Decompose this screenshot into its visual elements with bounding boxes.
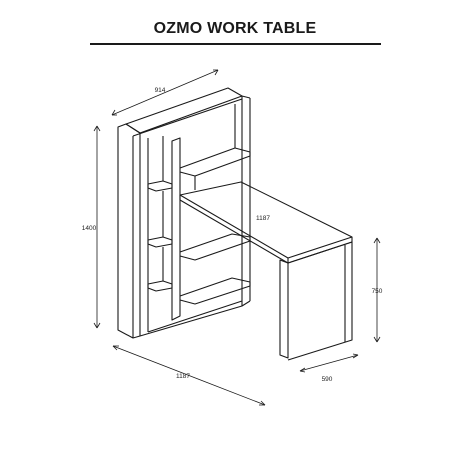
left-side-panel [117, 123, 141, 339]
desk [179, 181, 353, 361]
right-shelf-2 [179, 233, 251, 261]
label-table-depth: 590 [322, 376, 333, 383]
dim-base-line [112, 345, 266, 406]
right-shelf-3 [179, 277, 251, 305]
label-width-top: 914 [155, 87, 166, 94]
page-title: OZMO WORK TABLE [153, 20, 317, 37]
middle-divider [171, 137, 181, 321]
dim-width-top-line [111, 69, 219, 116]
right-shelf-1 [179, 147, 251, 177]
label-table-length: 1187 [256, 215, 270, 222]
top-panel [125, 87, 243, 134]
left-shelf-3 [147, 280, 173, 292]
left-shelf-1 [147, 180, 173, 192]
label-table-height: 750 [372, 288, 383, 295]
label-height: 1400 [82, 225, 97, 232]
dimension-labels: 914 1400 1187 1187 750 590 [82, 87, 383, 383]
shelf-unit [117, 87, 251, 339]
label-base-length: 1187 [176, 373, 190, 380]
left-shelf-2 [147, 236, 173, 248]
dimension-lines [93, 69, 381, 406]
dim-depth-line [299, 354, 359, 372]
desk-leg-panel [279, 259, 289, 359]
